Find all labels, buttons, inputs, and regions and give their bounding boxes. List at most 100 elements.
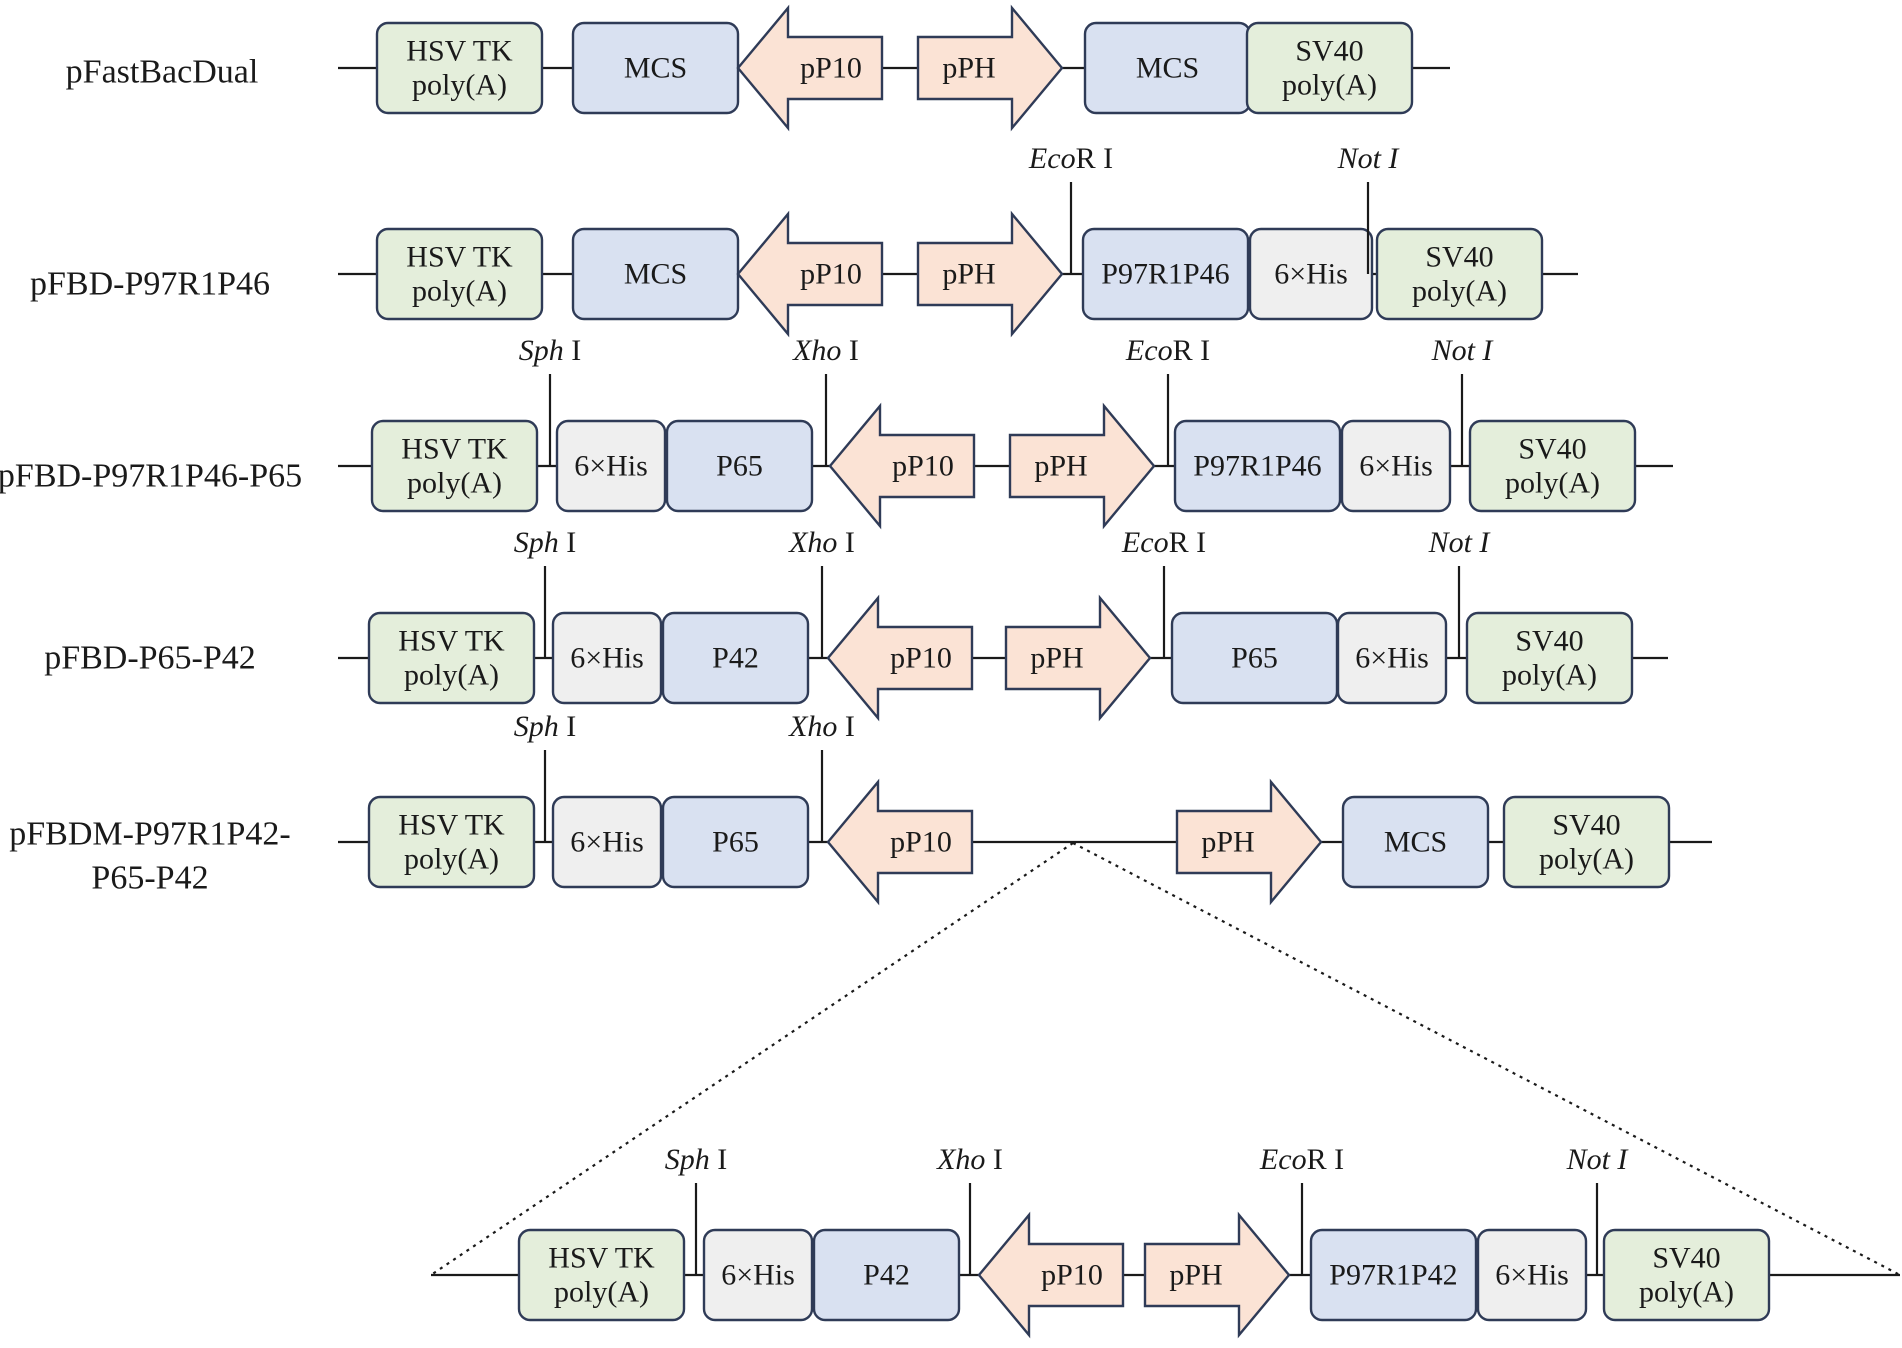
element-box-p42: P42: [661, 611, 810, 705]
restriction-site-not-i: Not I: [1566, 1143, 1630, 1275]
restriction-site-xho-i: Xho I: [936, 1143, 1003, 1275]
element-box-sv40-poly-a-text: poly(A): [1639, 1276, 1734, 1309]
restriction-site-xho-i-label: Xho I: [792, 334, 859, 367]
element-box-hsv-tk-poly-a-shape: [370, 419, 539, 513]
restriction-site-ecor-i: EcoR I: [1259, 1143, 1344, 1275]
element-box-p97r1p42-text: P97R1P42: [1329, 1259, 1457, 1292]
element-box-hsv-tk-poly-a-text: poly(A): [407, 467, 502, 500]
restriction-site-xho-i: Xho I: [792, 334, 859, 466]
restriction-site-not-i-label: Not I: [1566, 1143, 1630, 1176]
restriction-site-sph-i: Sph I: [514, 710, 576, 842]
promoter-arrow-pp10-text: pP10: [892, 450, 954, 483]
element-box-p97r1p42: P97R1P42: [1309, 1228, 1478, 1322]
promoter-arrow-pph-shape: [1175, 778, 1323, 906]
element-box-p97r1p46-shape: [1173, 419, 1342, 513]
element-box-p65-text: P65: [1231, 642, 1278, 675]
element-box-6-his: 6×His: [551, 795, 663, 889]
promoter-arrow-pph: pPH: [1143, 1211, 1291, 1339]
promoter-arrow-pph-shape: [1143, 1211, 1291, 1339]
promoter-arrow-pp10-shape: [828, 402, 976, 530]
promoter-arrow-pph-text: pPH: [1201, 826, 1254, 859]
restriction-site-not-i-label: Not I: [1431, 334, 1495, 367]
element-box-hsv-tk-poly-a-text: poly(A): [404, 843, 499, 876]
element-box-6-his-text: 6×His: [570, 826, 644, 859]
element-box-hsv-tk-poly-a-shape: [367, 795, 536, 889]
restriction-site-sph-i: Sph I: [514, 526, 577, 658]
element-box-p97r1p46-shape: [1081, 227, 1250, 321]
zoom-dotted-line: [1072, 842, 1901, 1276]
promoter-arrow-pp10-shape: [826, 594, 974, 722]
promoter-arrow-pph-shape: [1008, 402, 1156, 530]
construct-name: pFBDM-P97R1P42-: [9, 816, 291, 853]
element-box-p97r1p42-shape: [1309, 1228, 1478, 1322]
element-box-6-his-text: 6×His: [1359, 450, 1433, 483]
element-box-hsv-tk-poly-a-text: HSV TK: [401, 433, 508, 466]
restriction-site-xho-i-label: Xho I: [788, 710, 855, 743]
element-box-p42: P42: [812, 1228, 961, 1322]
element-box-sv40-poly-a-shape: [1468, 419, 1637, 513]
element-box-sv40-poly-a-text: SV40: [1515, 625, 1583, 658]
element-box-sv40-poly-a-text: SV40: [1552, 809, 1620, 842]
element-box-mcs-text: MCS: [1136, 52, 1199, 85]
element-box-mcs-shape: [1341, 795, 1490, 889]
element-box-6-his-text: 6×His: [1355, 642, 1429, 675]
restriction-site-sph-i-label: Sph I: [519, 334, 582, 367]
element-box-6-his-text: 6×His: [721, 1259, 795, 1292]
element-box-6-his-text: 6×His: [1495, 1259, 1569, 1292]
element-box-sv40-poly-a-shape: [1245, 21, 1414, 115]
promoter-arrow-pp10: pP10: [826, 778, 974, 906]
promoter-arrow-pph: pPH: [1008, 402, 1156, 530]
element-box-mcs: MCS: [571, 21, 740, 115]
element-box-sv40-poly-a-text: SV40: [1652, 1242, 1720, 1275]
element-box-6-his-text: 6×His: [1274, 258, 1348, 291]
promoter-arrow-pp10: pP10: [977, 1211, 1125, 1339]
promoter-arrow-pph: pPH: [916, 4, 1064, 132]
restriction-site-not-i-label: Not I: [1428, 526, 1492, 559]
promoter-arrow-pph: pPH: [1175, 778, 1323, 906]
promoter-arrow-pp10-text: pP10: [1041, 1259, 1103, 1292]
element-box-mcs: MCS: [1341, 795, 1490, 889]
element-box-hsv-tk-poly-a-text: HSV TK: [548, 1242, 655, 1275]
element-box-mcs: MCS: [1083, 21, 1252, 115]
promoter-arrow-pp10-text: pP10: [800, 52, 862, 85]
restriction-site-ecor-i: EcoR I: [1125, 334, 1210, 466]
element-box-6-his-text: 6×His: [570, 642, 644, 675]
promoter-arrow-pp10-shape: [736, 210, 884, 338]
restriction-site-xho-i-label: Xho I: [788, 526, 855, 559]
element-box-sv40-poly-a-text: poly(A): [1502, 659, 1597, 692]
element-box-hsv-tk-poly-a-text: HSV TK: [406, 35, 513, 68]
zoom-dotted-line: [430, 842, 1074, 1276]
promoter-arrow-pph-text: pPH: [942, 52, 995, 85]
restriction-site-xho-i: Xho I: [788, 526, 855, 658]
restriction-site-sph-i: Sph I: [665, 1143, 727, 1275]
construct-name: pFBD-P65-P42: [44, 640, 256, 677]
construct-name: pFBD-P97R1P46: [30, 266, 270, 303]
element-box-p97r1p46-text: P97R1P46: [1193, 450, 1321, 483]
element-box-sv40-poly-a-text: poly(A): [1282, 69, 1377, 102]
element-box-mcs-text: MCS: [1384, 826, 1447, 859]
element-box-hsv-tk-poly-a-text: HSV TK: [398, 625, 505, 658]
promoter-arrow-pph-text: pPH: [1030, 642, 1083, 675]
element-box-6-his: 6×His: [1476, 1228, 1588, 1322]
element-box-sv40-poly-a-shape: [1502, 795, 1671, 889]
restriction-site-sph-i-label: Sph I: [514, 526, 577, 559]
promoter-arrow-pp10: pP10: [736, 4, 884, 132]
restriction-site-ecor-i: EcoR I: [1028, 142, 1113, 274]
element-box-hsv-tk-poly-a-shape: [375, 21, 544, 115]
restriction-site-xho-i: Xho I: [788, 710, 855, 842]
element-box-6-his-shape: [1336, 611, 1448, 705]
element-box-6-his-shape: [1248, 227, 1374, 321]
element-box-6-his: 6×His: [1336, 611, 1448, 705]
element-box-p97r1p46: P97R1P46: [1081, 227, 1250, 321]
zoom-dotted-lines: [430, 842, 1901, 1276]
element-box-sv40-poly-a-text: SV40: [1295, 35, 1363, 68]
element-box-p97r1p46: P97R1P46: [1173, 419, 1342, 513]
